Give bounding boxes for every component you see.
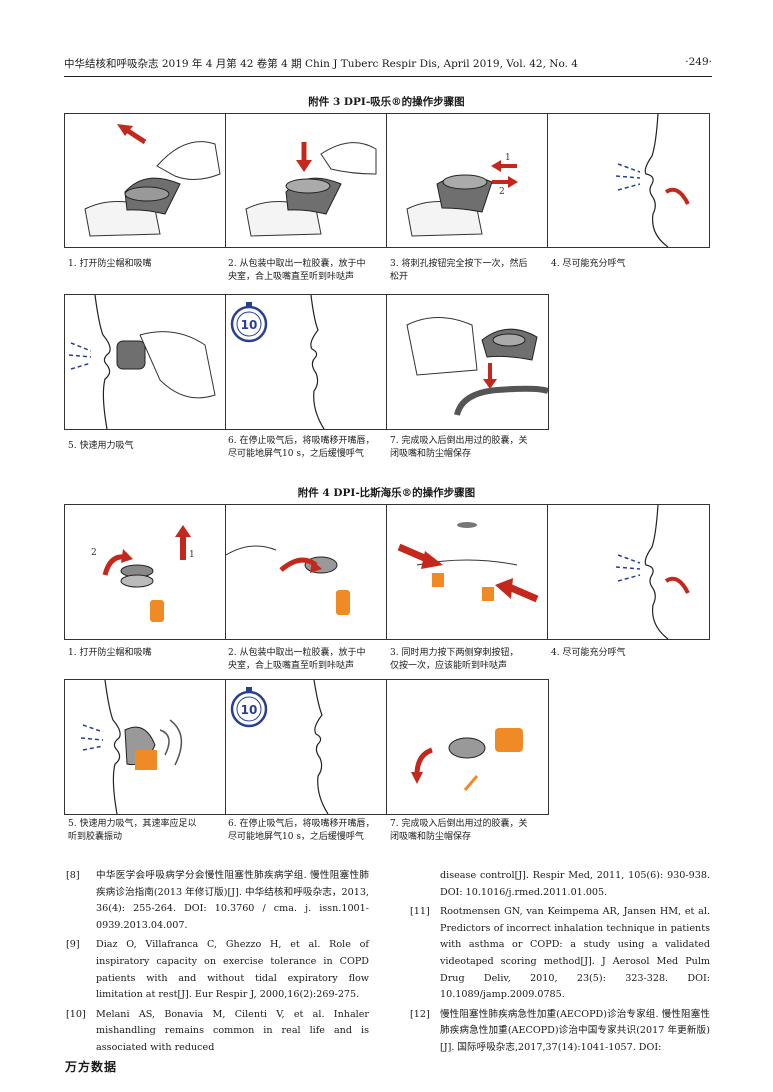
reference-item: [11] Rootmensen GN, van Keimpema AR, Jan… [410,904,710,1004]
fig3-clock-number: 10 [241,318,258,332]
fig3-caption-2: 2. 从包装中取出一粒胶囊，放于中 央室，合上吸嘴直至听到咔哒声 [228,259,366,282]
fig3-caption-3: 3. 将刺孔按钮完全按下一次，然后 松开 [390,259,528,282]
fig4-step5-illustration [64,679,227,815]
fig4-clock-number: 10 [241,703,258,717]
journal-header: 中华结核和呼吸杂志 2019 年 4 月第 42 卷第 4 期 Chin J T… [64,56,712,72]
fig4-step7-illustration [386,679,549,815]
fig3-step7-illustration [386,294,549,430]
fig4-caption-5: 5. 快速用力吸气，其速率应足以 听到胶囊振动 [68,819,197,842]
fig4-caption-7: 7. 完成吸入后倒出用过的胶囊，关 闭吸嘴和防尘帽保存 [390,819,528,842]
fig4-caption-2: 2. 从包装中取出一粒胶囊，放于中 央室，合上吸嘴直至听到咔哒声 [228,648,366,671]
fig3-arrow-label-2: 2 [499,187,505,197]
fig3-step1-illustration [64,113,227,248]
fig3-step6-illustration: 10 [225,294,388,430]
fig4-caption-6: 6. 在停止吸气后，将吸嘴移开嘴唇， 尽可能地屏气10 s，之后缓慢呼气 [228,819,375,842]
figure-4-title: 附件 4 DPI-比斯海乐®的操作步骤图 [297,487,476,499]
reference-text: Melani AS, Bonavia M, Cilenti V, et al. … [96,1008,369,1053]
reference-number: [8] [66,870,80,881]
reference-number: [12] [410,1008,430,1020]
fig3-step2-illustration [225,113,388,248]
page-number: ·249· [685,56,712,68]
reference-item: [8] 中华医学会呼吸病学分会慢性阻塞性肺疾病学组. 慢性阻塞性肺疾病诊治指南(… [66,868,369,934]
fig4-step4-illustration [547,504,710,640]
reference-continuation: disease control[J]. Respir Med, 2011, 10… [440,870,710,898]
reference-number: [11] [410,906,430,918]
fig3-caption-5: 5. 快速用力吸气 [68,441,134,451]
references-right-column: disease control[J]. Respir Med, 2011, 10… [410,868,710,1060]
fig4-step3-illustration [386,504,549,640]
reference-text: 慢性阻塞性肺疾病急性加重(AECOPD)诊治专家组. 慢性阻塞性肺疾病急性加重(… [440,1008,710,1053]
reference-text: 中华医学会呼吸病学分会慢性阻塞性肺疾病学组. 慢性阻塞性肺疾病诊治指南(2013… [96,870,369,931]
fig3-step4-illustration [547,113,710,248]
journal-citation: 中华结核和呼吸杂志 2019 年 4 月第 42 卷第 4 期 Chin J T… [64,58,578,70]
reference-item: [9] Diaz O, Villafranca C, Ghezzo H, et … [66,937,369,1003]
fig3-caption-1: 1. 打开防尘帽和吸嘴 [68,259,152,269]
references-left-column: [8] 中华医学会呼吸病学分会慢性阻塞性肺疾病学组. 慢性阻塞性肺疾病诊治指南(… [66,868,369,1060]
header-rule [64,76,712,77]
fig3-step3-illustration: 1 2 [386,113,549,248]
fig4-step2-illustration [225,504,388,640]
fig3-arrow-label-1: 1 [505,153,511,163]
fig3-step5-illustration [64,294,227,430]
reference-text: Diaz O, Villafranca C, Ghezzo H, et al. … [96,939,369,1001]
fig4-step1-illustration: 1 2 [64,504,227,640]
fig4-caption-3: 3. 同时用力按下两侧穿刺按钮， 仅按一次，应该能听到咔哒声 [390,648,519,671]
fig3-caption-6: 6. 在停止吸气后，将吸嘴移开嘴唇， 尽可能地屏气10 s，之后缓慢呼气 [228,436,375,459]
fig4-caption-4: 4. 尽可能充分呼气 [551,648,626,658]
reference-number: [10] [66,1008,86,1020]
reference-item: [12] 慢性阻塞性肺疾病急性加重(AECOPD)诊治专家组. 慢性阻塞性肺疾病… [410,1007,710,1057]
figure-3-title: 附件 3 DPI-吸乐®的操作步骤图 [308,96,465,108]
fig3-caption-7: 7. 完成吸入后倒出用过的胶囊，关 闭吸嘴和防尘帽保存 [390,436,528,459]
fig4-step6-illustration: 10 [225,679,388,815]
fig3-caption-4: 4. 尽可能充分呼气 [551,259,626,269]
fig4-caption-1: 1. 打开防尘帽和吸嘴 [68,648,152,658]
fig4-arrow-label-2: 2 [91,548,97,558]
footer-watermark: 万方数据 [65,1060,118,1074]
reference-number: [9] [66,939,80,951]
reference-item: [10] Melani AS, Bonavia M, Cilenti V, et… [66,1007,369,1057]
fig4-arrow-label-1: 1 [189,550,195,560]
reference-text: Rootmensen GN, van Keimpema AR, Jansen H… [440,906,710,1001]
